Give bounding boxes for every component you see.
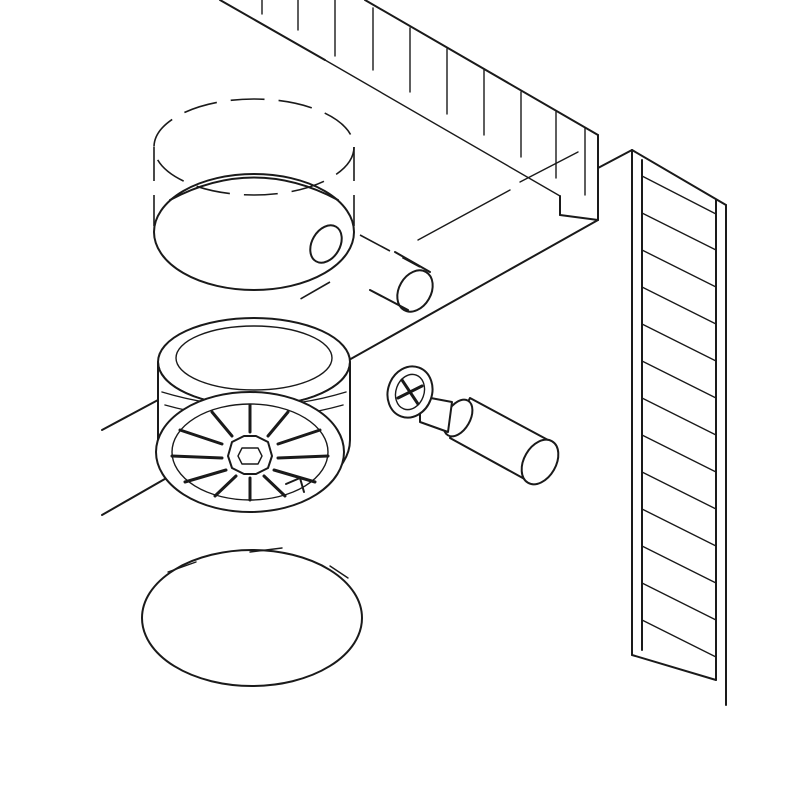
side-panel	[597, 149, 727, 706]
cover-cap	[141, 547, 363, 687]
side-panel-hatch	[641, 175, 717, 658]
dowel-pin	[369, 251, 434, 313]
cam-lock-spokes	[170, 403, 330, 502]
cam-lock-housing	[155, 317, 351, 513]
top-panel-hatch	[261, 0, 586, 196]
connecting-bolt	[386, 365, 560, 486]
drill-hole	[153, 98, 579, 306]
